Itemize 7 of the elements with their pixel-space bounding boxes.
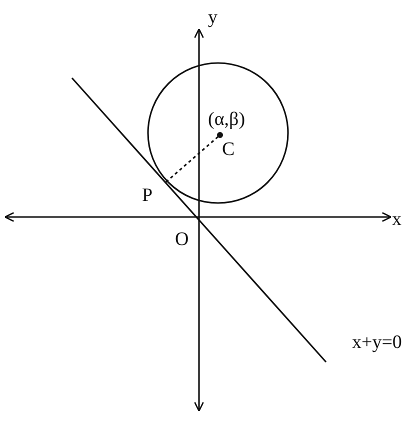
- point-label: C: [222, 140, 235, 159]
- coordinate-label: (α,β): [208, 110, 246, 129]
- equation-label: x+y=0: [352, 333, 402, 352]
- point-label: P: [142, 186, 153, 205]
- axis-label: y: [208, 8, 218, 27]
- point-label: O: [175, 230, 189, 249]
- axis-label: x: [392, 210, 402, 229]
